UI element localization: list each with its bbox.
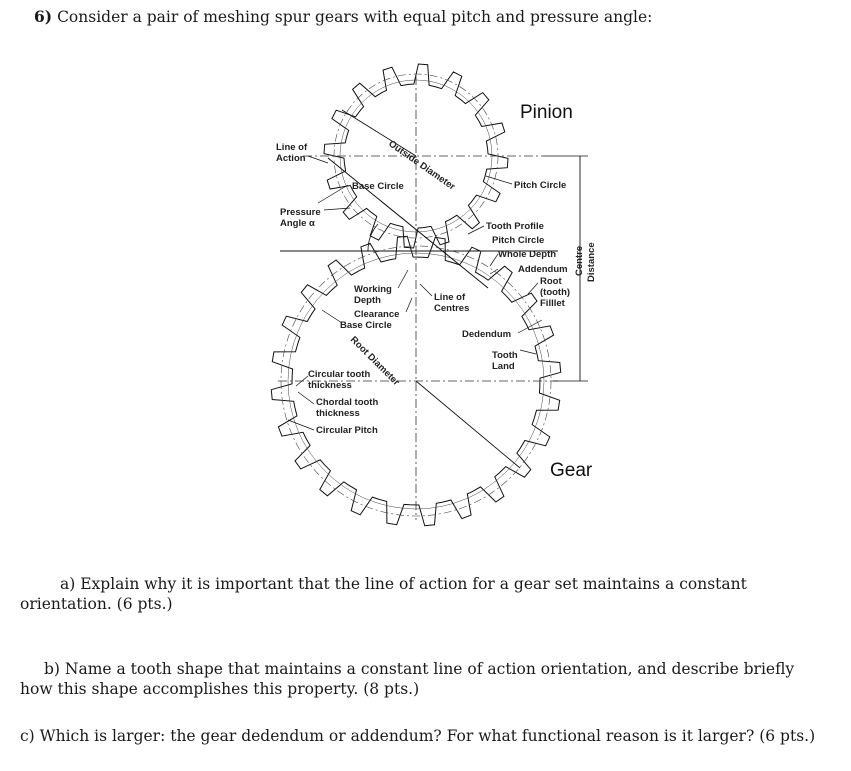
pressure-angle-arc bbox=[367, 223, 379, 252]
root-fillet-label: Root bbox=[540, 276, 562, 287]
chordal-tooth-thickness-label: Chordal tooth bbox=[316, 397, 378, 408]
tooth-land-label-2: Land bbox=[492, 361, 515, 372]
line-of-action-label: Line of bbox=[276, 142, 308, 153]
leader-base-circle-top bbox=[317, 184, 349, 204]
pinion-label: Pinion bbox=[520, 102, 573, 123]
centre-distance-label-2: Distance bbox=[586, 242, 597, 282]
leader-base-circle-bottom bbox=[321, 309, 343, 324]
circular-tooth-thickness-label: Circular tooth bbox=[308, 369, 370, 380]
gear-diagram: Pinion Gear Line of Action Outside Diame… bbox=[258, 58, 608, 538]
leader-whole-depth bbox=[489, 253, 499, 267]
leader-tooth-profile bbox=[467, 225, 485, 235]
gear-tooth-outline bbox=[270, 235, 562, 527]
question-part-a: a) Explain why it is important that the … bbox=[20, 575, 747, 613]
question-number: 6) bbox=[34, 7, 53, 26]
leader-lines bbox=[287, 155, 543, 431]
clearance-label: Clearance bbox=[354, 309, 399, 320]
base-circle-top-label: Base Circle bbox=[352, 181, 404, 192]
leader-line-of-action bbox=[307, 155, 329, 164]
gear-radius-line bbox=[415, 380, 521, 469]
question-title: 6) Consider a pair of meshing spur gears… bbox=[34, 7, 652, 26]
gear-diagram-svg: Pinion Gear Line of Action Outside Diame… bbox=[270, 63, 597, 527]
leader-circular-pitch bbox=[287, 419, 315, 431]
circular-pitch-label: Circular Pitch bbox=[316, 425, 378, 436]
chordal-tooth-thickness-label-2: thickness bbox=[316, 408, 360, 419]
base-circle-label: Base Circle bbox=[340, 320, 392, 331]
pressure-angle-label-2: Angle α bbox=[280, 218, 315, 229]
addendum-label: Addendum bbox=[518, 264, 568, 275]
line-of-centres-label: Line of bbox=[434, 292, 466, 303]
working-depth-label-2: Depth bbox=[354, 295, 381, 306]
pitch-circle-label: Pitch Circle bbox=[492, 235, 544, 246]
leader-line-of-centres bbox=[419, 283, 433, 297]
gear-label: Gear bbox=[550, 460, 593, 481]
question-part-c: c) Which is larger: the gear dedendum or… bbox=[20, 727, 816, 745]
leader-circular-tooth-thickness bbox=[295, 375, 309, 387]
pressure-angle-label: Pressure bbox=[280, 207, 321, 218]
leader-dedendum bbox=[517, 319, 543, 334]
centre-distance-label: Centre bbox=[574, 246, 585, 276]
line-of-centres-label-2: Centres bbox=[434, 303, 469, 314]
leader-root-fillet bbox=[527, 282, 539, 295]
tooth-profile-label: Tooth Profile bbox=[486, 221, 544, 232]
question-text: Consider a pair of meshing spur gears wi… bbox=[57, 8, 653, 26]
whole-depth-label: Whole Depth bbox=[498, 249, 556, 260]
tooth-land-label: Tooth bbox=[492, 350, 518, 361]
pinion-tooth-outline bbox=[323, 63, 509, 249]
root-fillet-label-2: (tooth) bbox=[540, 287, 570, 298]
leader-pressure-angle bbox=[323, 207, 351, 211]
circular-tooth-thickness-label-2: thickness bbox=[308, 380, 352, 391]
leader-chordal-tooth-thickness bbox=[297, 391, 315, 405]
pitch-circle-top-label: Pitch Circle bbox=[514, 180, 566, 191]
line-of-action-label-2: Action bbox=[276, 153, 306, 164]
leader-pitch-circle-top bbox=[485, 175, 513, 185]
question-part-b: b) Name a tooth shape that maintains a c… bbox=[20, 660, 795, 698]
dedendum-label: Dedendum bbox=[462, 329, 511, 340]
line-of-action-line bbox=[327, 157, 489, 289]
working-depth-label: Working bbox=[354, 284, 392, 295]
leader-addendum bbox=[489, 268, 499, 275]
pinion-radius-line bbox=[341, 109, 417, 157]
root-diameter-label: Root Diameter bbox=[348, 334, 402, 388]
root-fillet-label-3: Filllet bbox=[540, 298, 566, 309]
leader-tooth-land bbox=[519, 349, 537, 355]
leader-working-depth bbox=[397, 269, 409, 289]
leader-clearance bbox=[405, 297, 413, 313]
